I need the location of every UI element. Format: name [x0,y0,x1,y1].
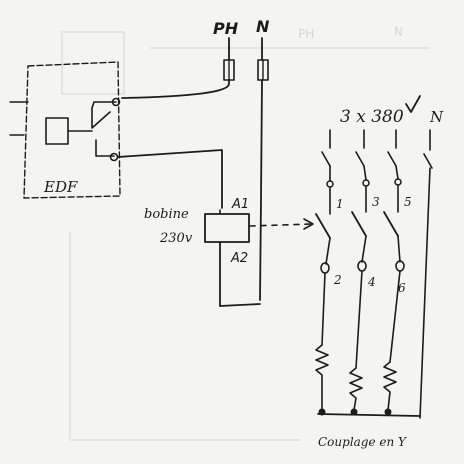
ghost-label-n: N [394,25,403,39]
supply-feeders [329,129,431,151]
neutral-line [259,37,263,301]
mechanical-link-arrow [303,218,314,230]
load-resistor-2 [349,367,363,411]
label-supply-neutral: N [429,108,444,126]
contactor-contacts [315,184,399,239]
label-contact-3: 3 [372,195,380,209]
isolator-switches [321,151,433,188]
label-contact-5: 5 [404,195,412,209]
label-phase: PH [213,19,239,38]
star-node-3 [384,408,392,416]
label-coil-voltage: 230v [159,231,193,246]
star-junction-bar [317,413,421,417]
label-supply: 3 x 380 [340,107,404,127]
ghost-label-ph: PH [298,27,314,41]
coil [204,209,261,307]
coil-return-wire [219,303,261,307]
label-output-6: 6 [398,281,406,295]
ghost-bleed-through: PH N [61,25,430,441]
label-wiring-mode: Couplage en Y [318,435,407,449]
label-contact-1: 1 [336,197,344,211]
output-terminals [320,235,405,274]
label-output-4: 4 [367,275,376,289]
edf-terminal-bottom [109,152,119,162]
edf-to-coil-wire [117,149,223,209]
edf-contact [67,107,115,157]
label-neutral: N [256,17,270,36]
label-coil-a2: A2 [230,251,248,266]
terminal-2 [320,262,330,274]
star-node-1 [318,408,326,416]
checkmark [405,95,421,113]
phase-line-top [121,37,230,99]
label-coil-name: bobine [144,207,189,222]
label-coil-a1: A1 [231,197,249,212]
load-resistor-1 [315,344,329,411]
mechanical-link [249,223,313,227]
label-output-2: 2 [333,273,342,287]
label-edf: EDF [43,178,78,196]
coil-body [204,213,250,243]
fuse-neutral [257,59,269,81]
fuse-phase [223,59,235,81]
edf-inner-line [91,101,117,109]
star-node-2 [350,408,358,416]
ghost-box [61,31,125,95]
load-resistor-3 [383,361,397,411]
edf-box [23,61,121,199]
edf-relay-coil [45,117,69,145]
load-wires [321,167,431,419]
